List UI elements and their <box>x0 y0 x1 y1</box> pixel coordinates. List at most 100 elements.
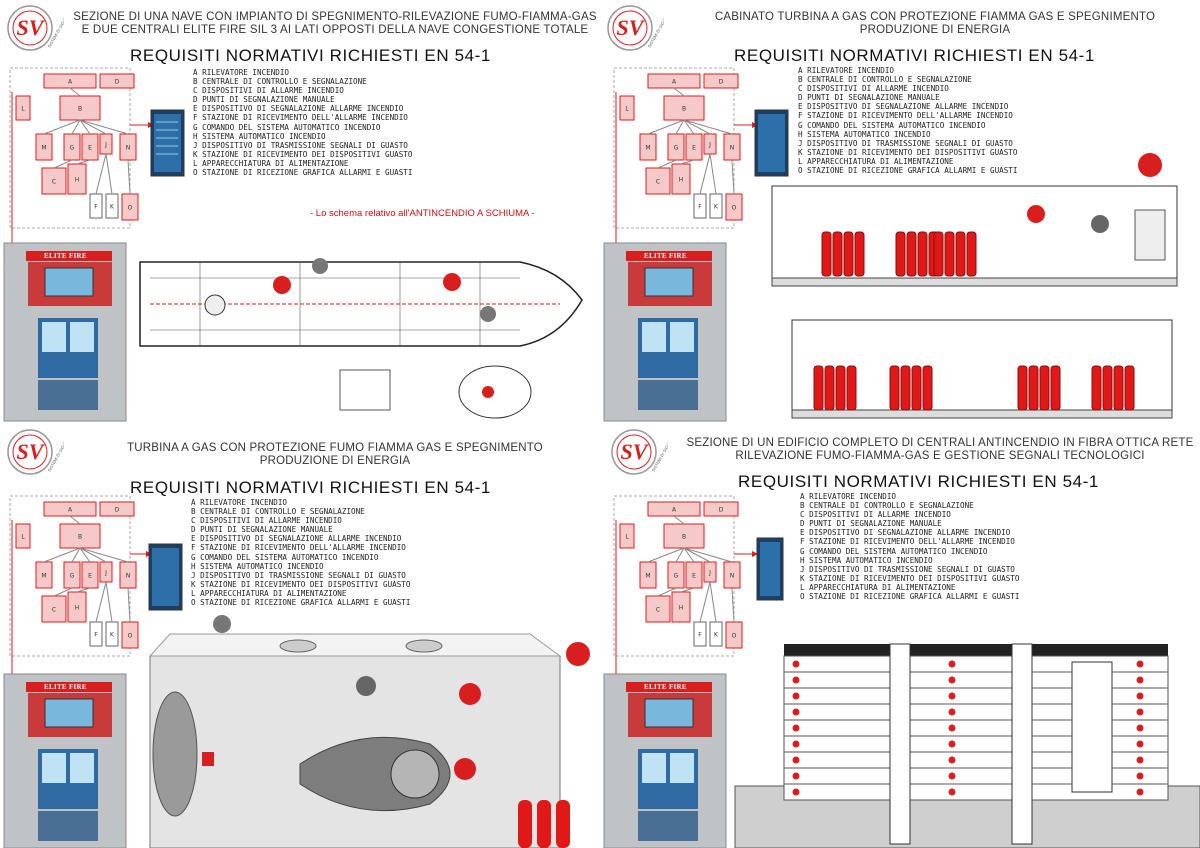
schema-box-label: N <box>730 145 735 152</box>
panel-header: SEZIONE DI UN EDIFICIO COMPLETO DI CENTR… <box>680 437 1200 463</box>
fire-detector-icon <box>1136 756 1144 764</box>
requirement-item: E DISPOSITIVO DI SEGNALAZIONE ALLARME IN… <box>800 528 1011 538</box>
fire-detector-icon <box>948 724 956 732</box>
requirement-item: B CENTRALE DI CONTROLLO E SEGNALAZIONE <box>800 501 974 511</box>
requirement-item: C DISPOSITIVI DI ALLARME INCENDIO <box>798 84 949 94</box>
extinguisher-cylinder <box>846 365 857 411</box>
panel-turbine-cabin: SV SISTEMI DI SICUREZZA CABINATO TURBINA… <box>600 0 1200 424</box>
elite-fire-label: ELITE FIRE <box>644 252 687 260</box>
turbine-3d-drawing <box>148 615 590 848</box>
requirement-item: L APPARECCHIATURA DI ALIMENTAZIONE <box>191 588 347 598</box>
schema-box-label: D <box>115 79 120 86</box>
extinguisher-cylinder <box>922 365 933 411</box>
schema-box-label: B <box>682 106 686 113</box>
requirement-item: H SISTEMA AUTOMATICO INCENDIO <box>193 131 326 141</box>
schema-box-c <box>41 167 67 195</box>
requirement-item: E DISPOSITIVO DI SEGNALAZIONE ALLARME IN… <box>798 102 1009 112</box>
fire-detector-icon <box>1136 676 1144 684</box>
schema-box-label: K <box>110 632 115 639</box>
requirement-item: E DISPOSITIVO DI SEGNALAZIONE ALLARME IN… <box>193 104 404 114</box>
graphic-monitor <box>756 537 784 601</box>
schema-box-label: D <box>719 79 724 86</box>
header-line-2: RILEVAZIONE FUMO-FIAMMA-GAS E GESTIONE S… <box>735 450 1145 462</box>
schema-box-label: L <box>625 534 629 541</box>
requirements-title: REQUISITI NORMATIVI RICHIESTI EN 54-1 <box>130 46 491 65</box>
extinguisher-cylinder <box>917 231 928 277</box>
schema-box-l <box>15 523 31 549</box>
schema-box-label: C <box>656 179 660 186</box>
fire-detector-icon <box>948 788 956 796</box>
requirement-item: G COMANDO DEL SISTEMA AUTOMATICO INCENDI… <box>191 552 379 562</box>
extinguisher-cylinder <box>821 231 832 277</box>
fire-detector-icon <box>792 692 800 700</box>
schema-box-label: N <box>126 145 131 152</box>
schema-box-label: G <box>70 573 75 580</box>
requirement-item: C DISPOSITIVI DI ALLARME INCENDIO <box>800 510 951 520</box>
fire-detector-icon <box>948 756 956 764</box>
schema-box-label: G <box>674 145 679 152</box>
requirement-item: J DISPOSITIVO DI TRASMISSIONE SEGNALI DI… <box>800 564 1015 574</box>
logo-letters: SV <box>17 15 46 40</box>
schema-box-label: L <box>21 106 25 113</box>
requirement-item: F STAZIONE DI RICEVIMENTO DELL'ALLARME I… <box>798 111 1013 121</box>
extinguisher-cylinder <box>1028 365 1039 411</box>
fire-detector-icon <box>1136 724 1144 732</box>
requirement-item: F STAZIONE DI RICEVIMENTO DELL'ALLARME I… <box>800 537 1015 547</box>
extinguisher-cylinder <box>944 231 955 277</box>
schema-box-label: B <box>78 534 82 541</box>
sv-logo: SV SISTEMI DI SICUREZZA <box>7 429 64 475</box>
extinguisher-cylinder <box>906 231 917 277</box>
alarm-siren-icon <box>566 642 590 666</box>
header-line-1: CABINATO TURBINA A GAS CON PROTEZIONE FI… <box>714 11 1156 23</box>
schema-box-label: F <box>94 632 98 639</box>
schema-box-label: F <box>94 204 98 211</box>
requirement-item: F STAZIONE DI RICEVIMENTO DELL'ALLARME I… <box>191 543 406 553</box>
fire-detector-icon <box>948 772 956 780</box>
fire-control-cabinet <box>603 673 727 848</box>
schema-box-c <box>645 595 671 623</box>
requirement-item: O STAZIONE DI RICEZIONE GRAFICA ALLARMI … <box>191 598 411 608</box>
schema-box-c <box>41 595 67 623</box>
extinguisher-cylinder <box>889 365 900 411</box>
schema-box-d <box>99 501 135 517</box>
fire-detector-icon <box>792 708 800 716</box>
fire-detector-icon <box>1136 788 1144 796</box>
requirement-item: L APPARECCHIATURA DI ALIMENTAZIONE <box>798 156 954 166</box>
header-line-1: SEZIONE DI UNA NAVE CON IMPIANTO DI SPEG… <box>73 11 597 23</box>
schema-box-label: E <box>88 145 92 152</box>
logo-letters: SV <box>617 15 646 40</box>
schema-box-label: H <box>679 177 684 184</box>
requirement-item: D PUNTI DI SEGNALAZIONE MANUALE <box>798 93 940 103</box>
extinguisher-cylinder <box>895 231 906 277</box>
extinguisher-cylinder <box>911 365 922 411</box>
requirement-item: L APPARECCHIATURA DI ALIMENTAZIONE <box>193 158 349 168</box>
requirement-item: K STAZIONE DI RICEVIMENTO DEI DISPOSITIV… <box>798 147 1018 157</box>
requirement-item: G COMANDO DEL SISTEMA AUTOMATICO INCENDI… <box>800 546 988 556</box>
fire-control-cabinet <box>3 673 127 848</box>
schema-box-label: M <box>645 573 650 580</box>
schema-box-label: F <box>698 204 702 211</box>
turbine-cabin-drawing <box>771 153 1178 419</box>
schema-box-label: H <box>75 177 80 184</box>
logo-letters: SV <box>621 439 650 464</box>
schema-box-label: C <box>656 607 660 614</box>
requirement-item: A RILEVATORE INCENDIO <box>191 498 288 507</box>
fire-control-cabinet <box>603 242 727 422</box>
schema-box-d <box>703 73 739 89</box>
extinguisher-cylinder <box>933 231 944 277</box>
schema-box-label: K <box>714 632 719 639</box>
extinguisher-cylinder <box>966 231 977 277</box>
extinguisher-cylinder <box>835 365 846 411</box>
requirements-title: REQUISITI NORMATIVI RICHIESTI EN 54-1 <box>738 472 1099 491</box>
requirement-item: A RILEVATORE INCENDIO <box>193 68 290 77</box>
foam-note: - Lo schema relativo all'ANTINCENDIO A S… <box>310 208 535 219</box>
schema-box-label: J <box>708 142 711 149</box>
requirement-item: C DISPOSITIVI DI ALLARME INCENDIO <box>193 86 344 96</box>
schema-box-label: M <box>41 145 46 152</box>
extinguisher-cylinder <box>1102 365 1113 411</box>
panel-gas-turbine: SV SISTEMI DI SICUREZZA TURBINA A GAS CO… <box>0 424 600 848</box>
